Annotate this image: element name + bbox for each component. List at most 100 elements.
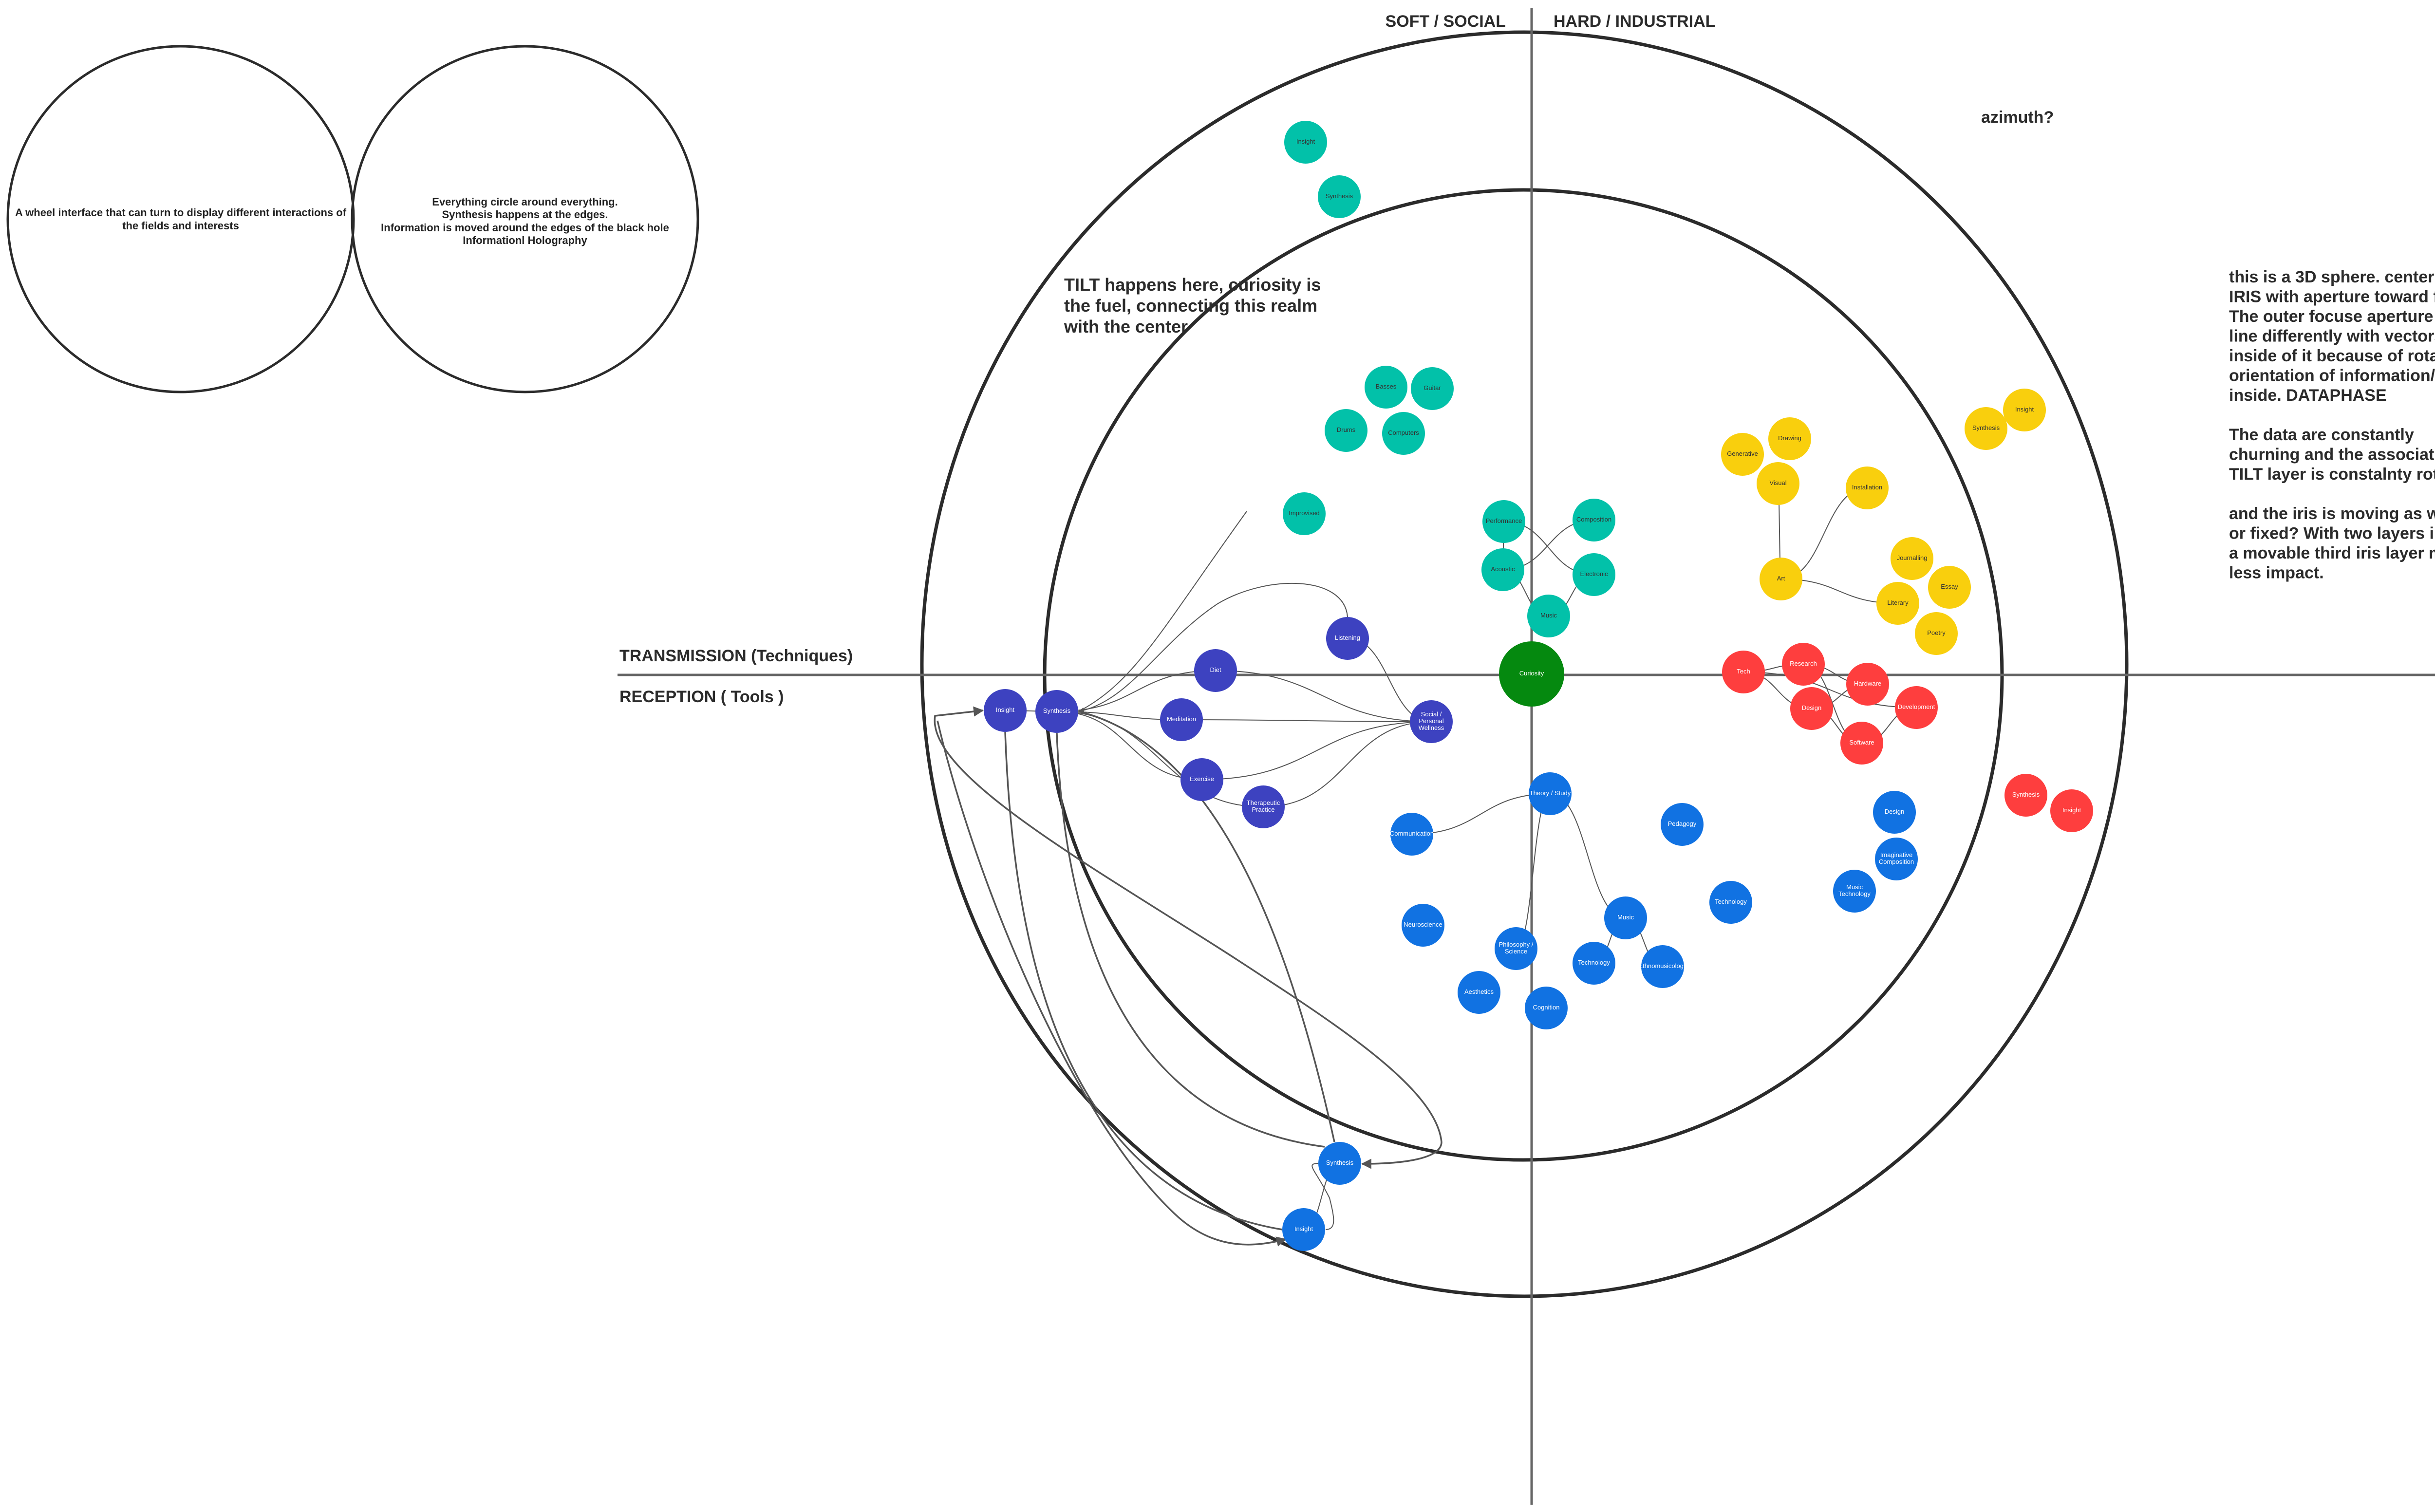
node-circle[interactable] [2004, 774, 2047, 817]
node-r-synthesis[interactable]: Synthesis [2004, 774, 2047, 817]
node-circle[interactable] [1757, 462, 1799, 505]
node-circle[interactable] [1846, 467, 1889, 509]
node-circle[interactable] [1390, 813, 1433, 856]
node-b-ethno[interactable]: Ethnomusicology [1639, 945, 1687, 988]
node-circle[interactable] [1876, 582, 1919, 625]
node-y-insight[interactable]: Insight [2003, 389, 2046, 431]
node-circle[interactable] [1282, 1208, 1325, 1251]
node-t-performance[interactable]: Performance [1482, 500, 1525, 543]
node-y-art[interactable]: Art [1760, 558, 1802, 600]
node-y-journalling[interactable]: Journalling [1891, 537, 1933, 580]
node-circle[interactable] [1411, 367, 1454, 410]
node-circle[interactable] [1410, 700, 1453, 743]
node-circle[interactable] [1180, 758, 1223, 801]
node-b-theory[interactable]: Theory / Study [1529, 772, 1572, 815]
node-p-meditation[interactable]: Meditation [1160, 698, 1203, 741]
node-r-software[interactable]: Software [1840, 722, 1883, 765]
node-t-improvised[interactable]: Improvised [1283, 492, 1326, 535]
node-r-design[interactable]: Design [1790, 687, 1833, 730]
node-circle[interactable] [1573, 942, 1615, 985]
node-circle[interactable] [1722, 651, 1765, 693]
node-circle[interactable] [1895, 686, 1938, 729]
node-circle[interactable] [1760, 558, 1802, 600]
node-circle[interactable] [1875, 838, 1918, 880]
node-circle[interactable] [1840, 722, 1883, 765]
node-circle[interactable] [1928, 566, 1971, 609]
node-y-literary[interactable]: Literary [1876, 582, 1919, 625]
node-circle[interactable] [1382, 412, 1425, 455]
node-circle[interactable] [1160, 698, 1203, 741]
node-t-drums[interactable]: Drums [1325, 409, 1367, 452]
node-b-insight[interactable]: Insight [1282, 1208, 1325, 1251]
node-b-technology[interactable]: Technology [1709, 881, 1752, 924]
node-b-philosophy[interactable]: Philosophy /Science [1495, 927, 1537, 970]
node-circle[interactable] [1242, 785, 1285, 828]
node-circle[interactable] [1325, 409, 1367, 452]
node-b-cognition[interactable]: Cognition [1525, 987, 1568, 1029]
node-circle[interactable] [1573, 553, 1615, 596]
node-circle[interactable] [1194, 649, 1237, 692]
node-r-development[interactable]: Development [1895, 686, 1938, 729]
node-circle[interactable] [1790, 687, 1833, 730]
node-t-computers[interactable]: Computers [1382, 412, 1425, 455]
node-y-synthesis[interactable]: Synthesis [1965, 407, 2007, 450]
node-circle[interactable] [1458, 971, 1500, 1014]
node-b-neuroscience[interactable]: Neuroscience [1402, 904, 1444, 947]
node-circle[interactable] [1283, 492, 1326, 535]
node-circle[interactable] [1499, 641, 1564, 707]
node-circle[interactable] [1402, 904, 1444, 947]
node-circle[interactable] [1482, 500, 1525, 543]
node-circle[interactable] [1284, 121, 1327, 164]
node-r-insight[interactable]: Insight [2050, 789, 2093, 832]
node-p-exercise[interactable]: Exercise [1180, 758, 1223, 801]
node-circle[interactable] [1782, 643, 1825, 686]
node-circle[interactable] [1326, 617, 1369, 660]
node-circle[interactable] [1035, 690, 1078, 733]
node-circle[interactable] [1481, 548, 1524, 591]
node-p-insight[interactable]: Insight [984, 689, 1027, 732]
node-b-design[interactable]: Design [1873, 791, 1916, 834]
node-circle[interactable] [1525, 987, 1568, 1029]
node-circle[interactable] [1495, 927, 1537, 970]
node-circle[interactable] [1365, 366, 1407, 409]
node-circle[interactable] [1846, 663, 1889, 706]
node-y-poetry[interactable]: Poetry [1915, 612, 1958, 655]
node-t-synthesis[interactable]: Synthesis [1318, 175, 1361, 218]
node-circle[interactable] [1965, 407, 2007, 450]
node-y-installation[interactable]: Installation [1846, 467, 1889, 509]
node-circle[interactable] [1768, 417, 1811, 460]
node-b-pedagogy[interactable]: Pedagogy [1661, 803, 1704, 846]
node-circle[interactable] [1833, 870, 1876, 913]
node-circle[interactable] [2003, 389, 2046, 431]
node-circle[interactable] [2050, 789, 2093, 832]
node-b-aesthetics[interactable]: Aesthetics [1458, 971, 1500, 1014]
node-y-generative[interactable]: Generative [1721, 433, 1764, 476]
node-b-synthesis[interactable]: Synthesis [1318, 1142, 1361, 1185]
node-circle[interactable] [1873, 791, 1916, 834]
node-curiosity[interactable]: Curiosity [1499, 641, 1564, 707]
node-t-insight[interactable]: Insight [1284, 121, 1327, 164]
node-t-basses[interactable]: Basses [1365, 366, 1407, 409]
node-circle[interactable] [1915, 612, 1958, 655]
node-p-diet[interactable]: Diet [1194, 649, 1237, 692]
node-b-communication[interactable]: Communication [1390, 813, 1434, 856]
node-circle[interactable] [1661, 803, 1704, 846]
node-y-drawing[interactable]: Drawing [1768, 417, 1811, 460]
node-circle[interactable] [1709, 881, 1752, 924]
node-circle[interactable] [984, 689, 1027, 732]
node-circle[interactable] [1604, 896, 1647, 939]
node-circle[interactable] [1318, 1142, 1361, 1185]
node-t-acoustic[interactable]: Acoustic [1481, 548, 1524, 591]
node-p-listening[interactable]: Listening [1326, 617, 1369, 660]
node-circle[interactable] [1891, 537, 1933, 580]
node-y-essay[interactable]: Essay [1928, 566, 1971, 609]
node-b-music[interactable]: Music [1604, 896, 1647, 939]
node-t-guitar[interactable]: Guitar [1411, 367, 1454, 410]
node-circle[interactable] [1721, 433, 1764, 476]
node-circle[interactable] [1573, 499, 1615, 541]
node-b-technology2[interactable]: Technology [1573, 942, 1615, 985]
node-r-hardware[interactable]: Hardware [1846, 663, 1889, 706]
